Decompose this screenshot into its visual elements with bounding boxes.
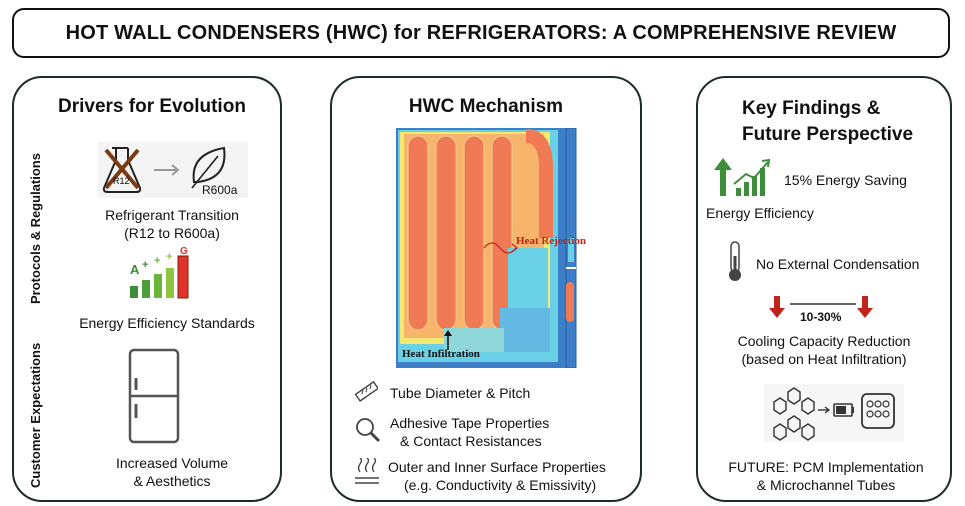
ruler-icon xyxy=(354,380,378,402)
svg-text:G: G xyxy=(180,246,188,257)
diagram-title: HOT WALL CONDENSERS (HWC) for REFRIGERAT… xyxy=(12,8,950,58)
key-findings-panel: Key Findings & Future Perspective 15% En… xyxy=(696,76,952,502)
leaf-icon xyxy=(191,146,226,189)
tube-diameter-label: Tube Diameter & Pitch xyxy=(390,385,531,401)
hwc-mechanism-panel: HWC Mechanism Heat Rejection Heat Infi xyxy=(330,76,642,502)
heat-infiltration-label: Heat Infiltration xyxy=(402,348,480,360)
drivers-panel: Drivers for Evolution Protocols & Regula… xyxy=(12,76,282,502)
surface-properties-label: Outer and Inner Surface Properties (e.g.… xyxy=(388,459,606,493)
flask-icon xyxy=(102,147,142,193)
cooling-capacity-label: Cooling Capacity Reduction (based on Hea… xyxy=(737,333,911,367)
pcm-future-icon xyxy=(764,384,904,442)
fridge-caption: Increased Volume & Aesthetics xyxy=(115,455,229,489)
magnifier-icon xyxy=(356,418,381,443)
energy-growth-icon xyxy=(714,158,771,196)
heat-surface-icon xyxy=(355,458,379,484)
capacity-reduction-icon xyxy=(769,296,873,318)
heat-rejection-arrow xyxy=(483,242,518,254)
svg-text:+: + xyxy=(142,259,148,271)
side-label-customer: Customer Expectations xyxy=(28,342,43,488)
heat-infiltration-arrow xyxy=(444,330,452,350)
r600a-label: R600a xyxy=(202,183,238,197)
svg-text:A: A xyxy=(130,262,140,277)
adhesive-tape-label: Adhesive Tape Properties & Contact Resis… xyxy=(390,415,550,449)
future-label: FUTURE: PCM Implementation & Microchanne… xyxy=(728,459,924,493)
no-condensation-label: No External Condensation xyxy=(756,256,920,272)
side-label-protocols: Protocols & Regulations xyxy=(28,153,43,304)
drivers-title: Drivers for Evolution xyxy=(58,96,246,117)
energy-label-icon: A + + + G xyxy=(130,246,189,299)
hwc-title: HWC Mechanism xyxy=(408,96,564,117)
key-findings-title: Key Findings & Future Perspective xyxy=(742,98,914,145)
fridge-icon xyxy=(128,348,180,444)
svg-text:+: + xyxy=(154,255,160,267)
energy-saving-label: 15% Energy Saving xyxy=(784,172,907,188)
energy-efficiency-label: Energy Efficiency xyxy=(706,205,814,221)
hwc-contour-plot xyxy=(396,128,577,368)
refrigerant-transition-icon: R12 R600a xyxy=(98,142,248,198)
r12-label: R12 xyxy=(113,176,130,186)
svg-text:+: + xyxy=(166,251,172,263)
energy-standards-caption: Energy Efficiency Standards xyxy=(79,315,255,331)
refrigerant-caption: Refrigerant Transition (R12 to R600a) xyxy=(105,207,239,241)
heat-rejection-label: Heat Rejection xyxy=(516,235,586,247)
thermometer-icon xyxy=(729,241,741,281)
capacity-range-label: 10-30% xyxy=(800,310,842,324)
